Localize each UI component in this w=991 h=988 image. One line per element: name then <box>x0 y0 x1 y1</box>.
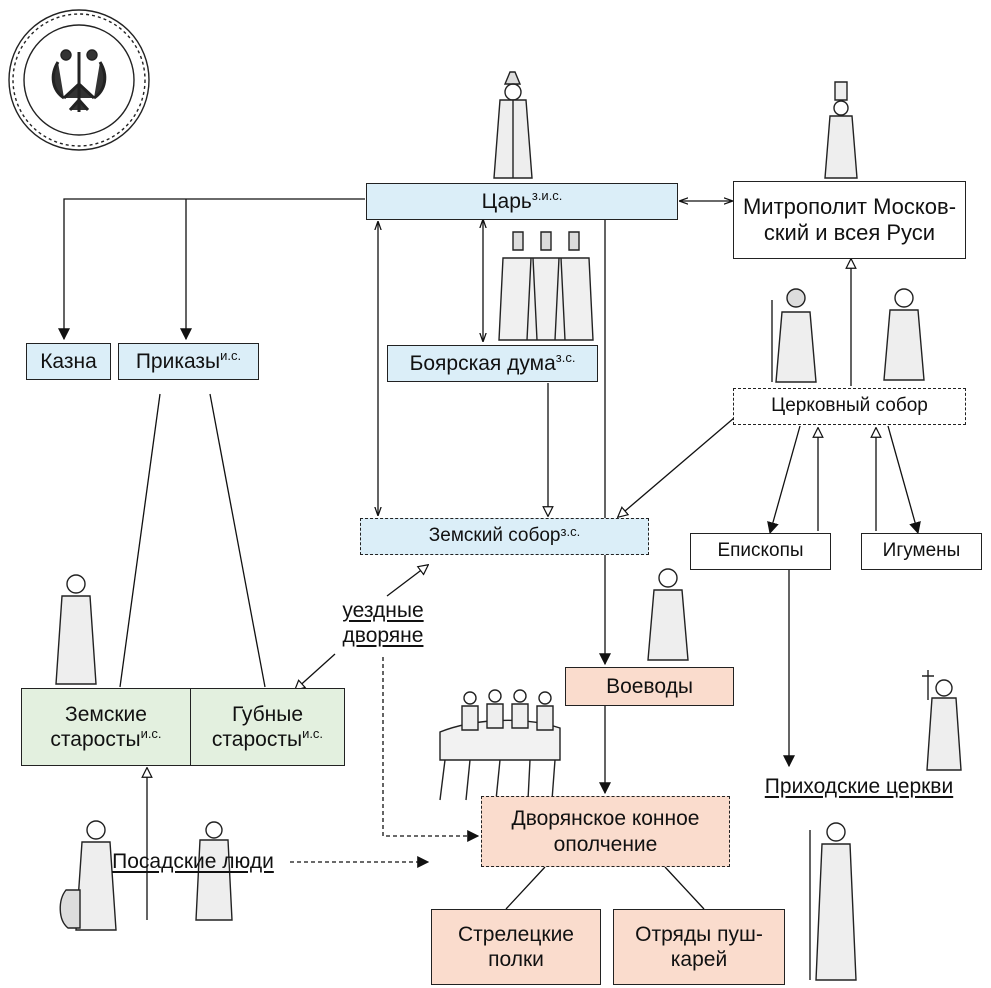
edge-church-council-bishops <box>767 425 801 535</box>
double-headed-eagle-seal <box>8 9 150 151</box>
abbot-figure <box>883 288 925 381</box>
district-nobles-line1: уездные <box>342 599 424 622</box>
zemsky-sobor-node: Земский соборз.с. <box>360 518 649 555</box>
edge-nobles-zemsky-sobor <box>386 565 428 597</box>
gubnye-starosty-line1: Губные <box>231 702 304 726</box>
bishops-label: Епископы <box>717 540 804 562</box>
tsar-label: Царьз.и.с. <box>481 187 563 213</box>
gubnye-starosty-node: Губные старостыи.с. <box>190 688 345 766</box>
edge-nobles-noble-militia <box>382 657 480 842</box>
edge-prikazy-zemskie-starosty <box>119 393 161 688</box>
gubnye-starosty-line2: старостыи.с. <box>211 726 324 751</box>
bishop-figure <box>771 288 817 383</box>
merchant-figure <box>59 820 117 931</box>
district-nobles-label: уездные дворяне <box>330 598 436 648</box>
zemskie-starosty-line2: старостыи.с. <box>50 726 162 751</box>
prikazy-node: Приказыи.с. <box>118 343 259 380</box>
metropolitan-figure <box>824 81 858 179</box>
edge-prikazy-gubnye-starosty <box>209 393 266 688</box>
church-council-label: Церковный собор <box>771 395 928 417</box>
boyar-duma-node: Боярская думаз.с. <box>387 345 598 382</box>
abbots-node: Игумены <box>861 533 982 570</box>
gunners-line2: карей <box>670 948 728 971</box>
starosta-figure <box>55 574 97 685</box>
voevoda-figure <box>647 568 689 661</box>
cavalry-figure <box>439 689 561 801</box>
metropolitan-line2: ский и всея Руси <box>763 220 936 245</box>
tsar-node: Царьз.и.с. <box>366 183 678 220</box>
voevody-label: Воеводы <box>606 674 693 698</box>
gunners-node: Отряды пуш- карей <box>613 909 785 985</box>
district-nobles-line2: дворяне <box>342 624 424 648</box>
edge-church-council-zemsky-sobor <box>618 417 735 517</box>
priest-figure <box>922 670 962 771</box>
tsar-figure <box>493 71 533 179</box>
bishops-node: Епископы <box>690 533 831 570</box>
zemskie-starosty-node: Земские старостыи.с. <box>21 688 191 766</box>
edge-tsar-kazna <box>58 198 365 341</box>
noble-militia-line2: ополчение <box>553 832 658 856</box>
posad-people-label: Посадские люди <box>112 850 274 873</box>
craftsman-figure <box>195 821 233 921</box>
parish-churches-label: Приходские церкви <box>764 775 954 798</box>
noble-militia-line1: Дворянское конное <box>511 807 700 831</box>
noble-militia-node: Дворянское конное ополчение <box>481 796 730 867</box>
streltsy-line2: полки <box>488 948 544 971</box>
edge-church-council-abbots <box>887 425 921 535</box>
boyar-duma-label: Боярская думаз.с. <box>409 349 576 375</box>
abbots-label: Игумены <box>882 540 961 562</box>
zemskie-starosty-line1: Земские <box>65 702 147 726</box>
kazna-label: Казна <box>40 349 97 373</box>
strelets-figure <box>809 822 857 981</box>
kazna-node: Казна <box>26 343 111 380</box>
streltsy-node: Стрелецкие полки <box>431 909 601 985</box>
church-council-node: Церковный собор <box>733 388 966 425</box>
edge-militia-gunners <box>664 866 705 910</box>
metropolitan-line1: Митрополит Москов- <box>742 193 957 219</box>
boyars-figure <box>498 231 594 341</box>
streltsy-line1: Стрелецкие <box>457 922 574 946</box>
edge-nobles-gubnye-starosty <box>295 653 336 690</box>
gunners-line1: Отряды пуш- <box>635 922 763 946</box>
metropolitan-node: Митрополит Москов- ский и всея Руси <box>733 181 966 259</box>
zemsky-sobor-label: Земский соборз.с. <box>428 524 581 547</box>
voevody-node: Воеводы <box>565 667 734 706</box>
edge-militia-streltsy <box>505 866 546 910</box>
prikazy-label: Приказыи.с. <box>135 347 242 373</box>
